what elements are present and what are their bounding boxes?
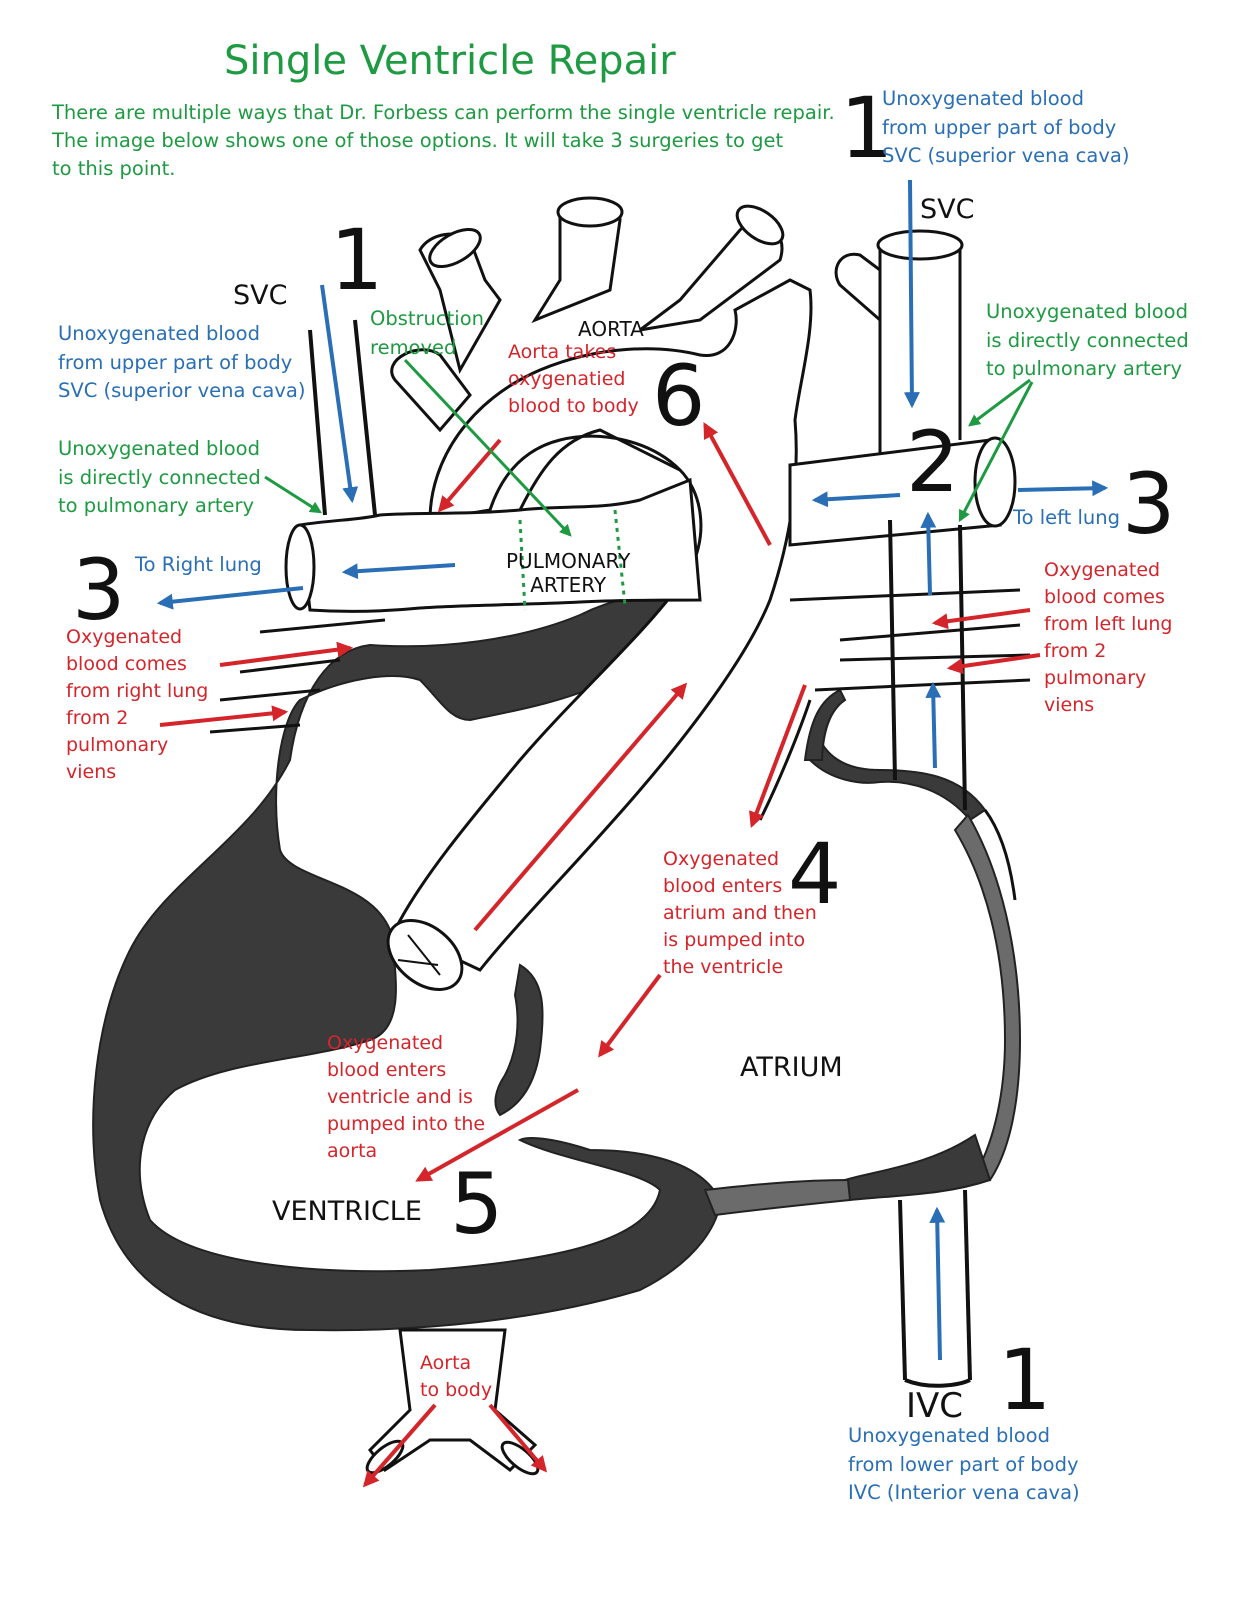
to-left-lung-arrow bbox=[1017, 480, 1109, 497]
body-arrow-right bbox=[488, 1403, 548, 1473]
svc-left-arrow bbox=[320, 284, 359, 504]
ventricle-to-aorta-arrow bbox=[473, 682, 688, 932]
ivc-up-arrow-2 bbox=[925, 681, 942, 769]
ventricle-wall bbox=[92, 594, 722, 1332]
atrium-outline bbox=[758, 699, 1017, 901]
aorta-takes-note: Aorta takes oxygenatied blood to body bbox=[508, 341, 639, 417]
step-number-1-svc-right: 1 bbox=[840, 79, 894, 177]
connected-right-arrow-1 bbox=[968, 378, 1031, 427]
aortic-branches bbox=[428, 196, 785, 269]
into-ventricle-arrow bbox=[415, 1088, 579, 1182]
svc-right-description: Unoxygenated blood from upper part of bo… bbox=[882, 87, 1130, 167]
rpv-arrow-1 bbox=[219, 641, 354, 667]
step-number-3-right-lung: 3 bbox=[72, 541, 126, 639]
step-number-3-left-lung: 3 bbox=[1122, 455, 1176, 553]
lpv-arrow-2 bbox=[946, 653, 1041, 675]
ivc-up-arrow-3 bbox=[929, 1206, 946, 1361]
to-right-lung-arrow bbox=[156, 586, 304, 610]
green-pointer-arrows bbox=[264, 358, 1034, 537]
step-number-4: 4 bbox=[788, 825, 842, 923]
aorta-to-body-note: Aorta to body bbox=[420, 1352, 493, 1401]
left-svc-vessel bbox=[308, 319, 377, 516]
aorta-up-arrow bbox=[703, 422, 772, 546]
into-atrium-arrow bbox=[749, 684, 807, 828]
step-number-1-svc-left: 1 bbox=[330, 211, 384, 309]
left-lung-veins-note: Oxygenated blood comes from left lung fr… bbox=[1044, 559, 1173, 716]
to-left-lung-note: To left lung bbox=[1013, 506, 1121, 529]
connected-left-arrow bbox=[264, 475, 323, 514]
connected-right-note: Unoxygenated blood is directly connected… bbox=[986, 300, 1189, 380]
atrium-to-ventricle-arrow bbox=[598, 973, 662, 1058]
ventricle-atrium-junction bbox=[703, 1178, 852, 1217]
rpv-arrow-2 bbox=[159, 705, 289, 727]
innominate-vessel bbox=[834, 252, 882, 324]
to-right-lung-note: To Right lung bbox=[135, 553, 262, 576]
septum bbox=[494, 963, 544, 1117]
aortic-root bbox=[386, 919, 464, 991]
svc-right-label: SVC bbox=[920, 194, 975, 225]
svc-left-description: Unoxygenated blood from upper part of bo… bbox=[58, 322, 306, 402]
svc-right-arrow bbox=[903, 179, 920, 409]
step-number-2: 2 bbox=[906, 413, 960, 511]
aorta-label: AORTA bbox=[578, 317, 644, 341]
ivc-up-arrow-1 bbox=[920, 511, 937, 596]
connected-left-note: Unoxygenated blood is directly connected… bbox=[58, 437, 261, 517]
intro-text: There are multiple ways that Dr. Forbess… bbox=[52, 101, 835, 180]
pulmonary-artery-vessel bbox=[284, 428, 702, 613]
svc-left-label: SVC bbox=[233, 280, 288, 311]
pa-left-flow-arrow bbox=[341, 563, 456, 580]
page-title: Single Ventricle Repair bbox=[224, 38, 676, 84]
ivc-label: IVC bbox=[906, 1386, 964, 1426]
blue-flow-arrows bbox=[156, 179, 1109, 1361]
ligation-marks bbox=[518, 509, 627, 611]
step-number-1-ivc: 1 bbox=[998, 1331, 1052, 1429]
obstruction-note: Obstruction removed bbox=[370, 307, 484, 359]
atrium-label: ATRIUM bbox=[740, 1052, 843, 1083]
right-lung-veins-note: Oxygenated blood comes from right lung f… bbox=[66, 626, 209, 783]
ivc-description: Unoxygenated blood from lower part of bo… bbox=[848, 1424, 1080, 1504]
left-pulmonary-veins bbox=[789, 588, 1031, 692]
ventricle-label: VENTRICLE bbox=[272, 1196, 422, 1227]
obstruction-arrow bbox=[403, 358, 572, 537]
pa-right-to-left-arrow bbox=[811, 491, 901, 508]
atrium-wall-top bbox=[808, 737, 987, 822]
heart-walls bbox=[92, 594, 1022, 1332]
lpv-arrow-1 bbox=[931, 608, 1031, 630]
inner-atrium-wall bbox=[803, 688, 847, 761]
atrium-wall-bottom bbox=[843, 1133, 992, 1202]
body-arrow-left bbox=[362, 1403, 437, 1488]
atrium-flow-note: Oxygenated blood enters atrium and then … bbox=[663, 848, 817, 978]
aorta-vessel bbox=[390, 200, 813, 972]
step-number-5: 5 bbox=[450, 1155, 504, 1253]
pulmonary-artery-label: PULMONARY ARTERY bbox=[506, 549, 631, 597]
right-pulmonary-branch bbox=[788, 229, 1017, 547]
connected-right-arrow-2 bbox=[958, 381, 1034, 523]
step-number-6: 6 bbox=[652, 347, 706, 445]
ventricle-flow-note: Oxygenated blood enters ventricle and is… bbox=[327, 1032, 486, 1162]
red-flow-arrows bbox=[159, 422, 1041, 1488]
ivc-vessel bbox=[888, 519, 972, 1388]
right-pulmonary-veins bbox=[209, 618, 386, 734]
